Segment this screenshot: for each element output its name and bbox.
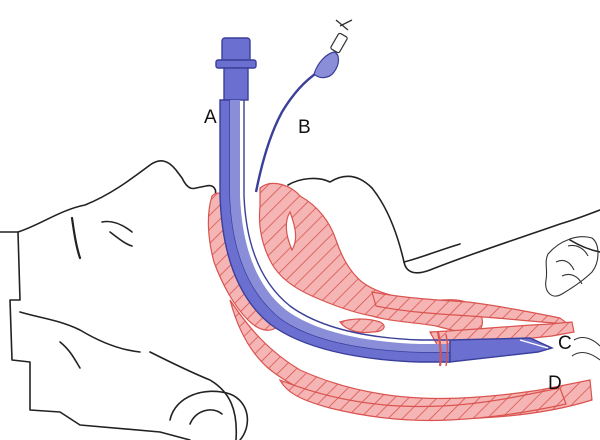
- label-c: C: [558, 333, 572, 354]
- head-outline: [0, 160, 600, 440]
- pilot-line: [254, 19, 353, 193]
- larynx-tissue: [339, 318, 385, 334]
- label-a: A: [204, 107, 217, 128]
- cartilage: [545, 236, 600, 361]
- tongue-tissue: [258, 182, 483, 334]
- trachea-lower-wall: [278, 378, 567, 422]
- endotracheal-tube: [215, 37, 555, 367]
- label-b: B: [298, 117, 311, 138]
- esophagus-tissue: [229, 299, 593, 420]
- label-d: D: [548, 373, 562, 394]
